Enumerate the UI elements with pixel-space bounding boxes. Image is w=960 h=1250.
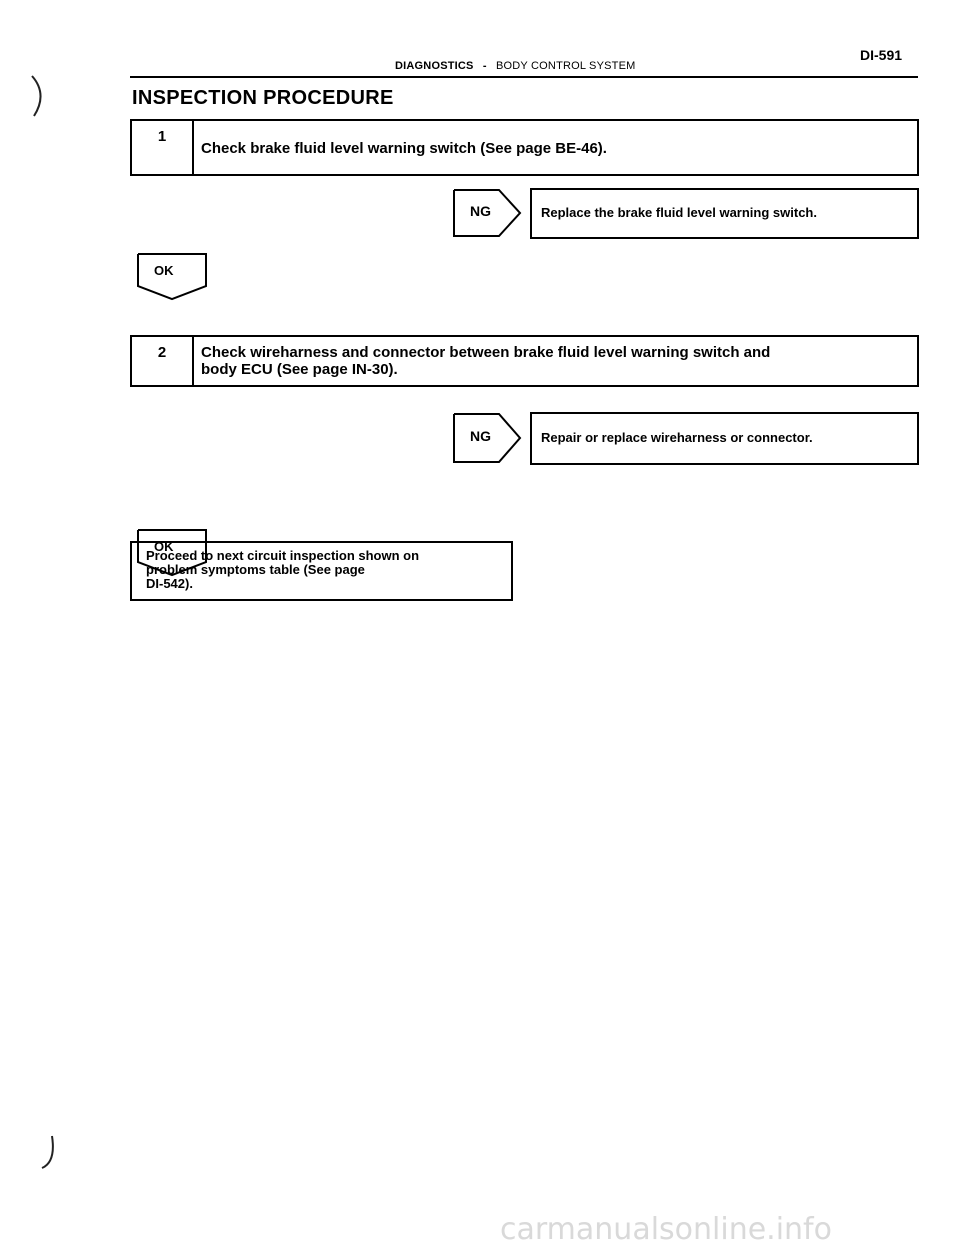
watermark: carmanualsonline.info: [500, 1212, 832, 1247]
header-section: DIAGNOSTICS: [395, 60, 474, 72]
final-line2: problem symptoms table (See page: [146, 562, 365, 577]
step-2-ng-branch: NG Repair or replace wireharness or conn…: [452, 412, 919, 465]
binding-mark-top: [31, 75, 42, 117]
ng-arrow-icon: [453, 189, 522, 237]
header-separator: -: [482, 60, 487, 72]
step-2-number: 2: [132, 337, 194, 385]
binding-mark-bottom: [41, 1135, 54, 1169]
ng-arrow-badge: NG: [452, 412, 527, 463]
ok-arrow-icon: [137, 529, 207, 577]
step-1-ok-badge: OK: [136, 252, 211, 302]
running-header: DIAGNOSTICS - BODY CONTROL SYSTEM: [395, 60, 636, 72]
final-instruction-box: Proceed to next circuit inspection shown…: [130, 541, 513, 601]
page-number: DI-591: [860, 47, 903, 63]
ng-arrow-badge: NG: [452, 188, 527, 237]
final-line1: Proceed to next circuit inspection shown…: [146, 548, 420, 563]
final-line3: DI-542).: [146, 576, 193, 591]
step-2-text: Check wireharness and connector between …: [194, 337, 917, 385]
step-1-ng-branch: NG Replace the brake fluid level warning…: [452, 188, 919, 239]
header-subsection: BODY CONTROL SYSTEM: [496, 60, 636, 72]
step-2-box: 2 Check wireharness and connector betwee…: [130, 335, 919, 387]
ng-label: NG: [470, 203, 491, 219]
page-title: INSPECTION PROCEDURE: [132, 87, 394, 109]
step-2-ng-action: Repair or replace wireharness or connect…: [530, 412, 919, 465]
step-1-box: 1 Check brake fluid level warning switch…: [130, 119, 919, 176]
ok-label: OK: [154, 263, 174, 278]
step-1-ng-action: Replace the brake fluid level warning sw…: [530, 188, 919, 239]
ng-label: NG: [470, 428, 491, 444]
step-1-number: 1: [132, 121, 194, 174]
step-1-text: Check brake fluid level warning switch (…: [201, 140, 607, 157]
ng-arrow-icon: [453, 413, 522, 463]
header-rule: [130, 76, 918, 78]
ok-arrow-icon: [137, 253, 207, 301]
step-2-text-line2: body ECU (See page IN-30).: [201, 361, 398, 378]
step-2-text-line1: Check wireharness and connector between …: [201, 344, 771, 361]
